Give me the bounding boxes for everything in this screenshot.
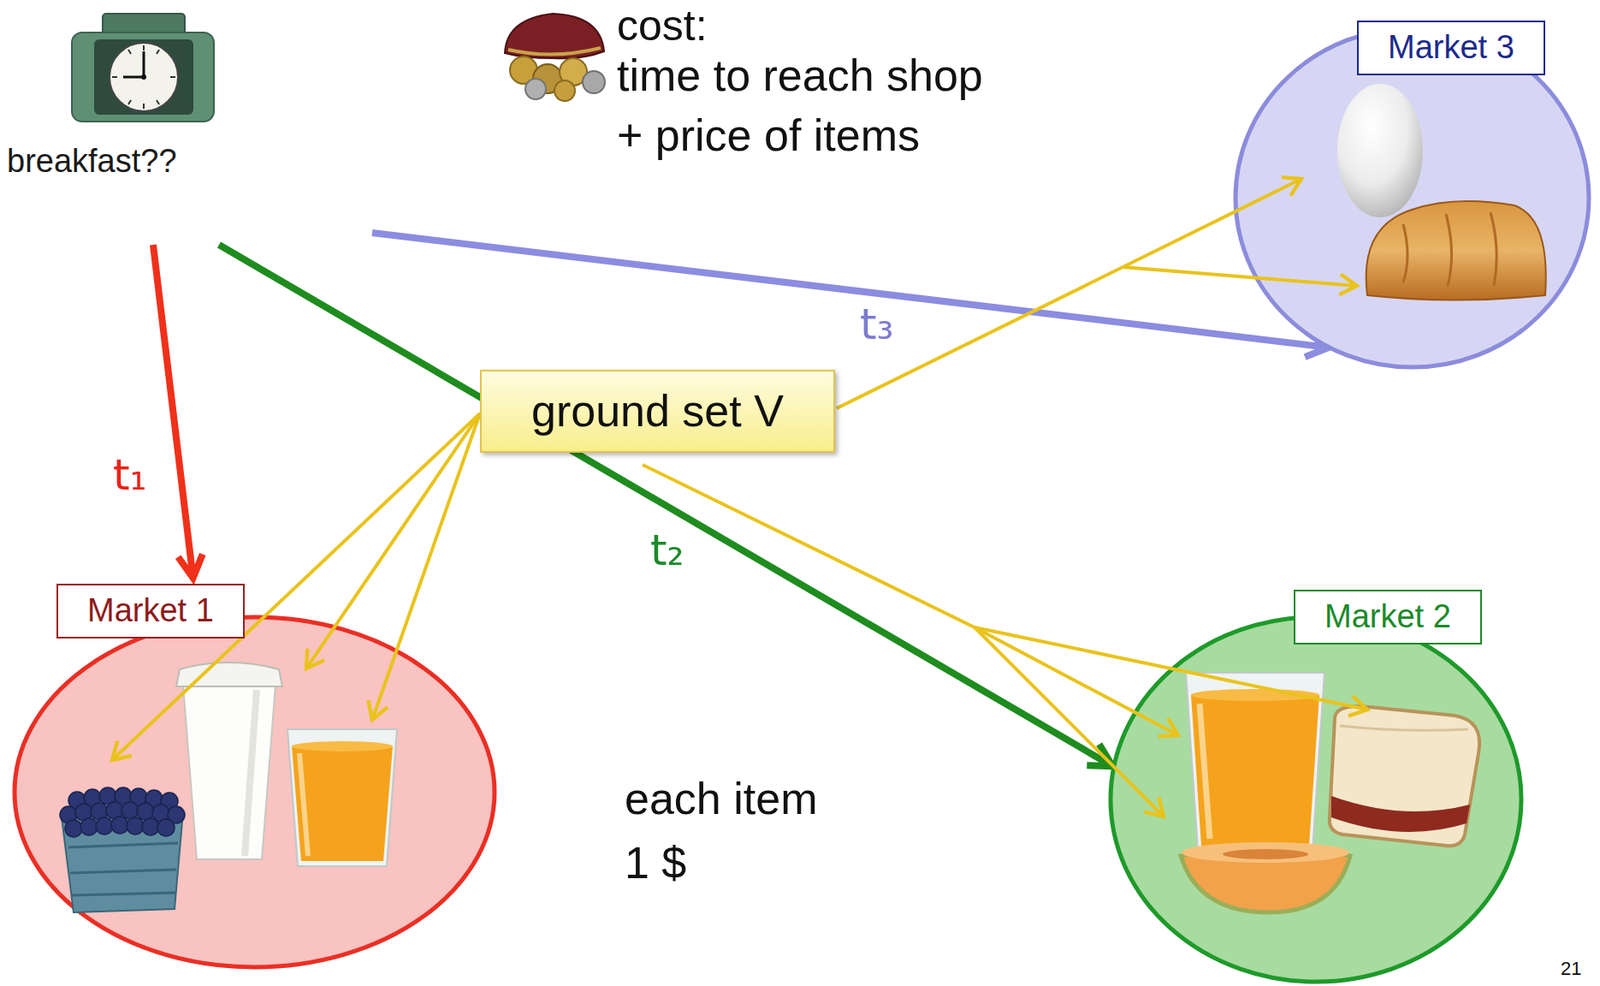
travel-arrow [372, 232, 1329, 357]
bread-loaf [1366, 201, 1547, 300]
melon-slice [1180, 841, 1351, 913]
coin-purse [504, 13, 605, 101]
page-number: 21 [1560, 956, 1582, 981]
coffee-cup [176, 662, 283, 860]
market-label: Market 3 [1357, 20, 1546, 76]
market-area [14, 616, 495, 967]
juice-glass [1185, 672, 1325, 851]
blueberry-basket [59, 787, 185, 913]
market-area [1110, 616, 1522, 982]
ellipse-outline [1232, 25, 1592, 370]
yellow-pointer-arrows [112, 178, 1368, 817]
price-note: each item 1 $ [624, 766, 835, 895]
sandwich [1329, 705, 1480, 846]
time-label: t₃ [859, 301, 895, 349]
caption-text: breakfast?? [6, 142, 178, 182]
start-caption: breakfast?? [6, 142, 178, 182]
egg [1337, 83, 1423, 218]
travel-arrow [153, 244, 203, 578]
market-label: Market 1 [56, 583, 245, 639]
cost-heading: cost: [616, 1, 708, 50]
time-label: t₂ [650, 527, 685, 575]
arrow-line [372, 232, 1329, 357]
market-ellipse: Market 3 [1232, 25, 1592, 370]
time-label: t₁ [112, 451, 148, 499]
cost-note: + price of items [616, 109, 920, 161]
juice-glass [287, 728, 398, 866]
market-area [1235, 28, 1589, 368]
market-label: Market 2 [1293, 589, 1482, 645]
alarm-clock [71, 13, 214, 122]
arrow-line [153, 244, 203, 578]
box-text: ground set V [531, 383, 784, 439]
ground-set-box: ground set V [480, 369, 836, 453]
cost-note: time to reach shop [616, 49, 984, 101]
